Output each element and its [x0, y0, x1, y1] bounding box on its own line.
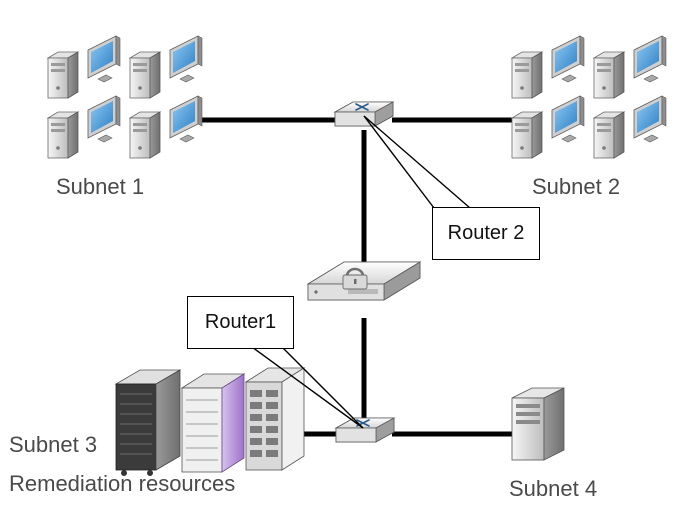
subnet1-label: Subnet 1 — [56, 174, 145, 199]
subnet4-server-icon — [511, 387, 565, 461]
subnet2-label: Subnet 2 — [532, 174, 621, 199]
workstation-icon — [129, 35, 203, 99]
network-links — [202, 117, 516, 437]
workstation-icon — [511, 95, 585, 159]
workstation-icon — [511, 35, 585, 99]
firewall-icon — [306, 261, 422, 301]
subnet1-workstations — [47, 35, 203, 159]
callout-pointers — [251, 115, 471, 429]
server-icon — [244, 367, 306, 471]
workstation-icon — [47, 95, 121, 159]
workstation-icon — [47, 35, 121, 99]
subnet4-label: Subnet 4 — [509, 476, 598, 501]
router1-icon — [335, 417, 395, 443]
server-icon — [180, 373, 246, 473]
router2-callout: Router 2 — [432, 207, 540, 260]
router1-callout: Router1 — [187, 296, 294, 349]
workstation-icon — [593, 35, 667, 99]
subnet3-label: Subnet 3 — [9, 432, 98, 457]
server-icon — [114, 369, 182, 476]
subnet2-workstations — [511, 35, 667, 159]
workstation-icon — [593, 95, 667, 159]
remediation-resources-label: Remediation resources — [9, 471, 236, 496]
subnet3-servers — [114, 367, 306, 476]
router2-icon — [334, 101, 394, 127]
workstation-icon — [129, 95, 203, 159]
